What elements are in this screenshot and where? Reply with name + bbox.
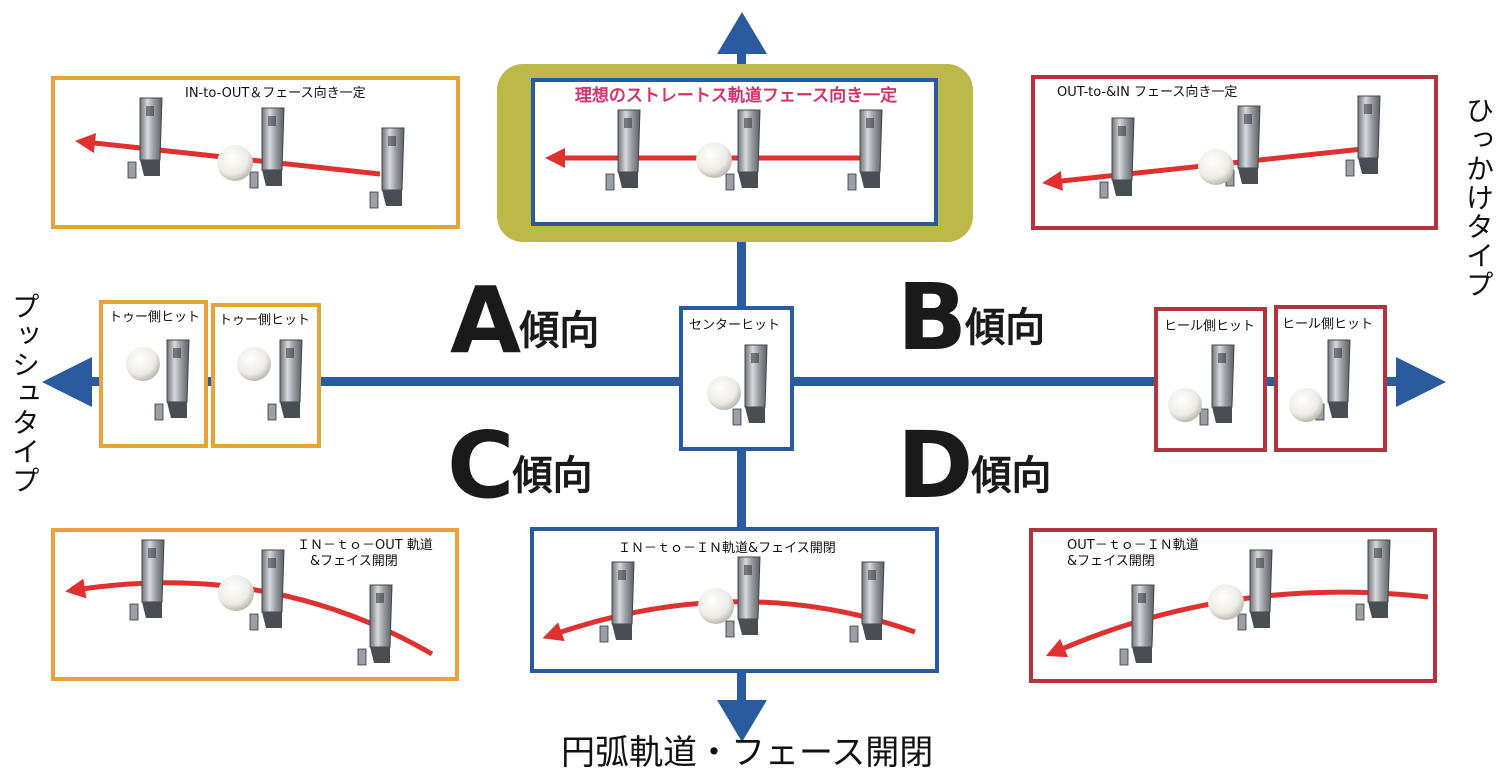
tendency-a: A傾向 bbox=[450, 275, 599, 367]
in-to-out-label: IN-to-OUT＆フェース向き一定 bbox=[185, 86, 366, 101]
heel-hit-label-1: ヒール側ヒット bbox=[1164, 319, 1256, 334]
center-hit-label: センターヒット bbox=[689, 318, 781, 333]
tendency-b-word: 傾向 bbox=[965, 305, 1046, 351]
tendency-b-letter: B bbox=[897, 264, 967, 371]
ideal-straight-label: 理想のストレートス軌道フェース向き一定 bbox=[574, 86, 898, 106]
in-to-out-arc-label: ＩＮ－ｔｏ－OUT 軌道 &フェイス開閉 bbox=[297, 538, 433, 569]
push-type-label: プッシュタイプ bbox=[8, 292, 41, 495]
hook-type-label: ひっかけタイプ bbox=[1462, 96, 1495, 299]
arc-path-label: 円弧軌道・フェース開閉 bbox=[561, 733, 934, 773]
tendency-d-letter: D bbox=[897, 412, 973, 519]
tendency-c: C傾向 bbox=[447, 420, 593, 512]
tendency-d: D傾向 bbox=[897, 420, 1051, 512]
tendency-a-word: 傾向 bbox=[519, 308, 600, 354]
heel-hit-label-2: ヒール側ヒット bbox=[1282, 317, 1374, 332]
toe-hit-label-1: トゥー側ヒット bbox=[109, 310, 201, 325]
tendency-d-word: 傾向 bbox=[971, 453, 1052, 499]
arrow-right-icon bbox=[1396, 357, 1446, 407]
center-hit-box: センターヒット bbox=[679, 306, 794, 451]
arrow-left-icon bbox=[42, 357, 92, 407]
tendency-b: B傾向 bbox=[897, 272, 1045, 364]
out-to-in-arc-label: OUT－ｔｏ－ＩＮ軌道 &フェイス開閉 bbox=[1067, 538, 1199, 569]
out-to-in-label: OUT-to-&IN フェース向き一定 bbox=[1057, 85, 1238, 100]
tendency-a-letter: A bbox=[450, 267, 521, 374]
tendency-c-letter: C bbox=[447, 412, 515, 519]
arrow-up-icon bbox=[717, 12, 767, 54]
tendency-c-word: 傾向 bbox=[512, 453, 593, 499]
toe-hit-label-2: トゥー側ヒット bbox=[219, 313, 311, 328]
heel-hit-box-1: ヒール側ヒット bbox=[1154, 307, 1267, 452]
in-to-in-arc-label: ＩＮ－ｔｏ－ＩＮ軌道&フェイス開閉 bbox=[618, 541, 836, 556]
arrow-down-icon bbox=[717, 700, 767, 742]
